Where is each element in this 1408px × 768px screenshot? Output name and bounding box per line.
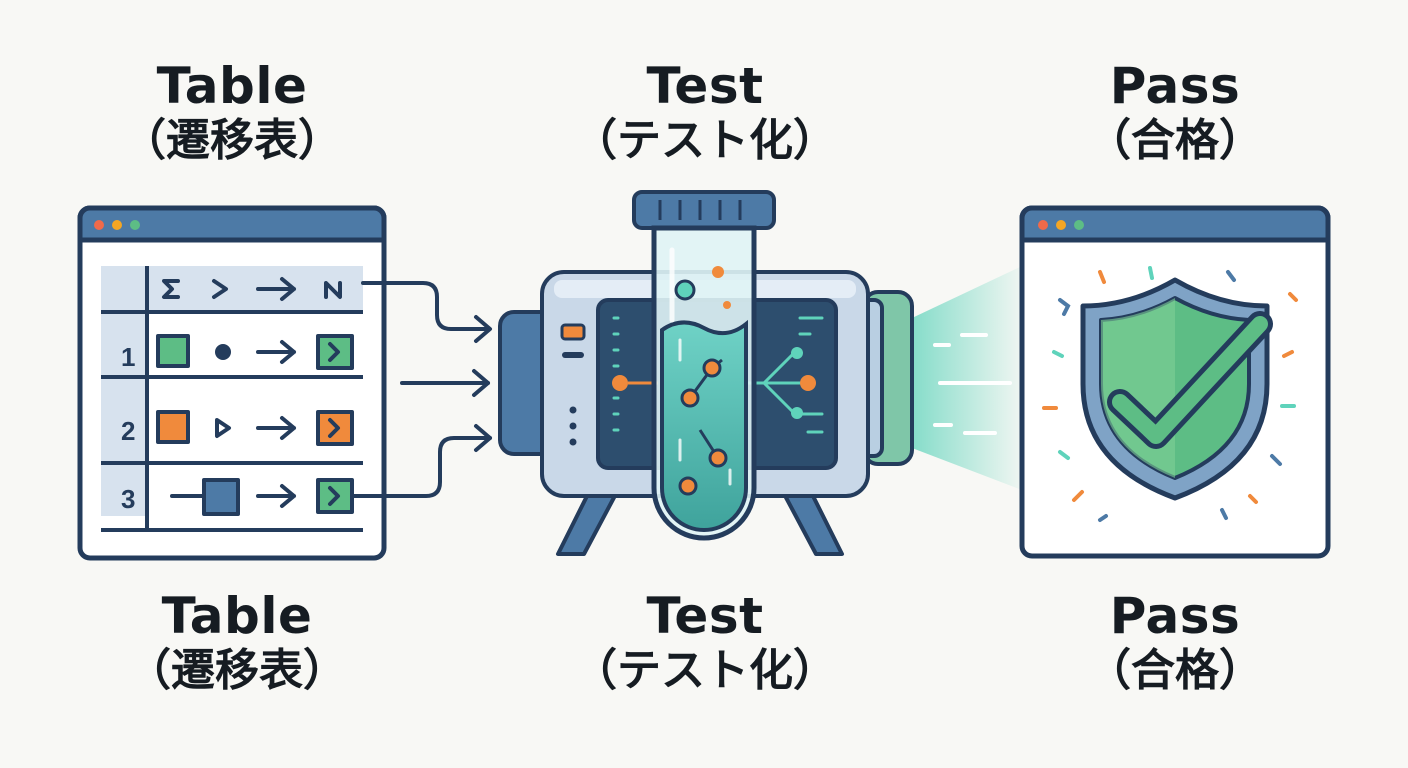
table-header-symbols bbox=[162, 277, 342, 301]
bubble bbox=[674, 279, 696, 301]
tube-molecules bbox=[678, 358, 728, 496]
state-square-icon bbox=[156, 410, 190, 444]
transition-table-window: 1 2 3 bbox=[77, 205, 387, 561]
row-number: 3 bbox=[121, 484, 135, 514]
arrow-icon bbox=[256, 277, 296, 301]
state-square-icon bbox=[156, 334, 190, 368]
chevron-right-icon bbox=[328, 418, 340, 438]
indicator-light bbox=[560, 323, 586, 341]
play-icon bbox=[215, 418, 231, 438]
arrow-head-icon bbox=[472, 369, 490, 397]
bottom-label-pass: Pass （合格） bbox=[1025, 587, 1325, 696]
check-icon bbox=[1112, 316, 1268, 444]
test-tube-icon bbox=[632, 190, 776, 541]
control-dots bbox=[569, 406, 577, 446]
transition-symbol-icon bbox=[324, 281, 342, 299]
connector-line bbox=[350, 436, 492, 498]
pass-window bbox=[1019, 205, 1331, 559]
step-subtitle: （合格） bbox=[1087, 114, 1263, 166]
step-title: Pass bbox=[1109, 57, 1241, 115]
machine-leg bbox=[556, 488, 620, 556]
test-machine bbox=[498, 266, 1022, 556]
row-number: 2 bbox=[121, 416, 135, 446]
arrow-head-icon bbox=[474, 315, 492, 343]
step-title: Table bbox=[156, 57, 308, 115]
next-state-icon bbox=[316, 334, 354, 370]
table-row-1 bbox=[156, 334, 354, 370]
window-dots-icon bbox=[1038, 220, 1084, 230]
connector-line bbox=[361, 281, 491, 331]
table-index-column bbox=[101, 266, 147, 516]
next-state-icon bbox=[316, 410, 354, 446]
top-label-test: Test （テスト化） bbox=[555, 57, 855, 166]
arrow-icon bbox=[256, 484, 296, 508]
step-subtitle: （テスト化） bbox=[573, 644, 837, 696]
arrow-icon bbox=[256, 416, 296, 440]
step-subtitle: （合格） bbox=[1087, 644, 1263, 696]
window-dots-icon bbox=[94, 220, 140, 230]
dot-icon bbox=[215, 344, 231, 360]
bottom-label-table: Table （遷移表） bbox=[87, 587, 387, 696]
pass-window-titlebar bbox=[1019, 205, 1331, 243]
step-title: Table bbox=[161, 587, 313, 645]
chevron-right-icon bbox=[328, 486, 340, 506]
arrow-head-icon bbox=[474, 424, 492, 452]
bottom-label-test: Test （テスト化） bbox=[555, 587, 855, 696]
light-beam bbox=[912, 266, 1022, 490]
confetti-icon bbox=[1042, 266, 1298, 522]
step-title: Pass bbox=[1109, 587, 1241, 645]
tube-cap bbox=[632, 190, 776, 230]
table-row-2 bbox=[156, 410, 354, 446]
state-square-icon bbox=[202, 478, 240, 516]
top-label-table: Table （遷移表） bbox=[82, 57, 382, 166]
machine-leg bbox=[780, 488, 844, 556]
arrow-icon bbox=[256, 340, 296, 364]
bubble bbox=[723, 301, 731, 309]
beam-dashes bbox=[933, 333, 1012, 435]
next-state-icon bbox=[316, 478, 354, 514]
cap-ridges bbox=[658, 200, 742, 220]
step-subtitle: （遷移表） bbox=[127, 644, 347, 696]
chevron-right-icon bbox=[328, 342, 340, 362]
table-window-titlebar bbox=[77, 205, 387, 243]
step-title: Test bbox=[646, 57, 764, 115]
connector-arrows bbox=[350, 281, 492, 498]
tube-liquid bbox=[660, 319, 748, 532]
step-subtitle: （テスト化） bbox=[573, 114, 837, 166]
chevron-right-icon bbox=[212, 279, 228, 299]
step-title: Test bbox=[646, 587, 764, 645]
top-label-pass: Pass （合格） bbox=[1025, 57, 1325, 166]
bubble bbox=[712, 266, 724, 278]
step-subtitle: （遷移表） bbox=[122, 114, 342, 166]
screen-circuit bbox=[612, 316, 824, 434]
row-number: 1 bbox=[121, 342, 135, 372]
sigma-icon bbox=[162, 279, 180, 299]
